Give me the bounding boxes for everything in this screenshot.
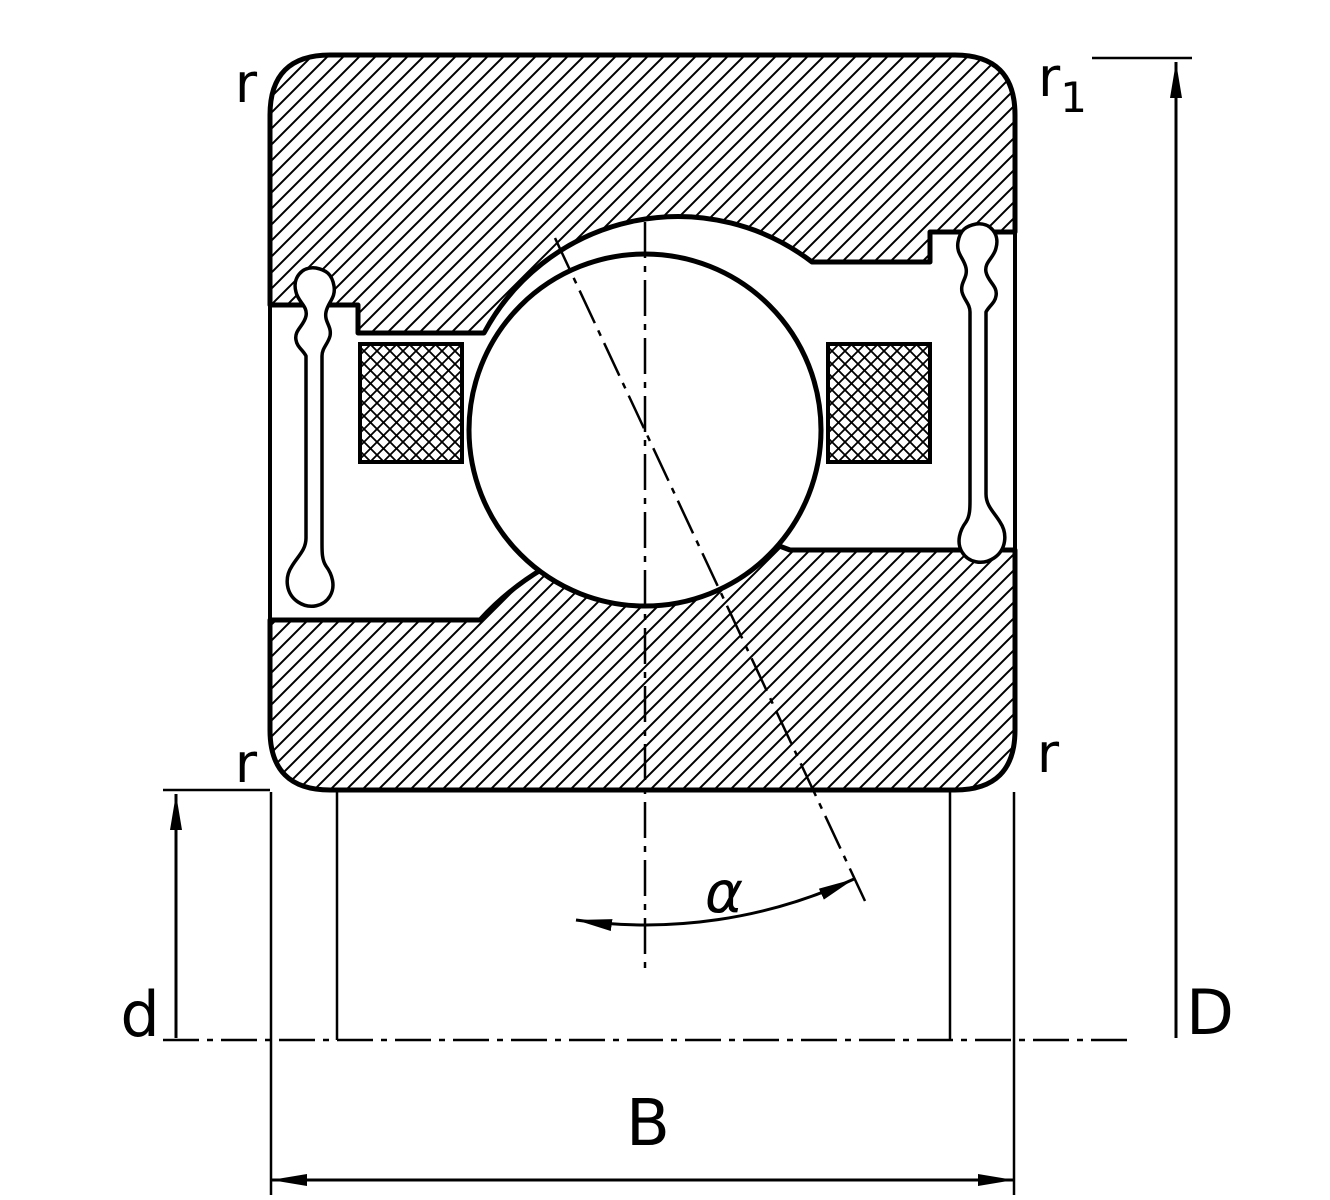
- label-angle-alpha: α: [705, 858, 743, 926]
- label-dim-d: d: [120, 978, 159, 1051]
- label-r-bottom-left: r: [235, 732, 258, 795]
- alpha-angle-arc: [575, 877, 855, 932]
- label-r-top-left: r: [235, 52, 258, 115]
- outer-ring-section: [267, 52, 1018, 336]
- label-r1-base: r: [1038, 46, 1061, 109]
- label-dim-D: D: [1186, 976, 1234, 1049]
- cage-section-left: [358, 342, 464, 464]
- seal-right: [955, 222, 1007, 564]
- contact-angle-line: [553, 237, 867, 902]
- label-r-bottom-right: r: [1037, 722, 1060, 785]
- seal-left: [285, 266, 337, 608]
- cage-section-right: [826, 342, 932, 464]
- label-dim-B: B: [626, 1087, 670, 1161]
- label-r1-subscript: 1: [1060, 73, 1087, 122]
- label-r1-top-right: r1: [1038, 46, 1087, 122]
